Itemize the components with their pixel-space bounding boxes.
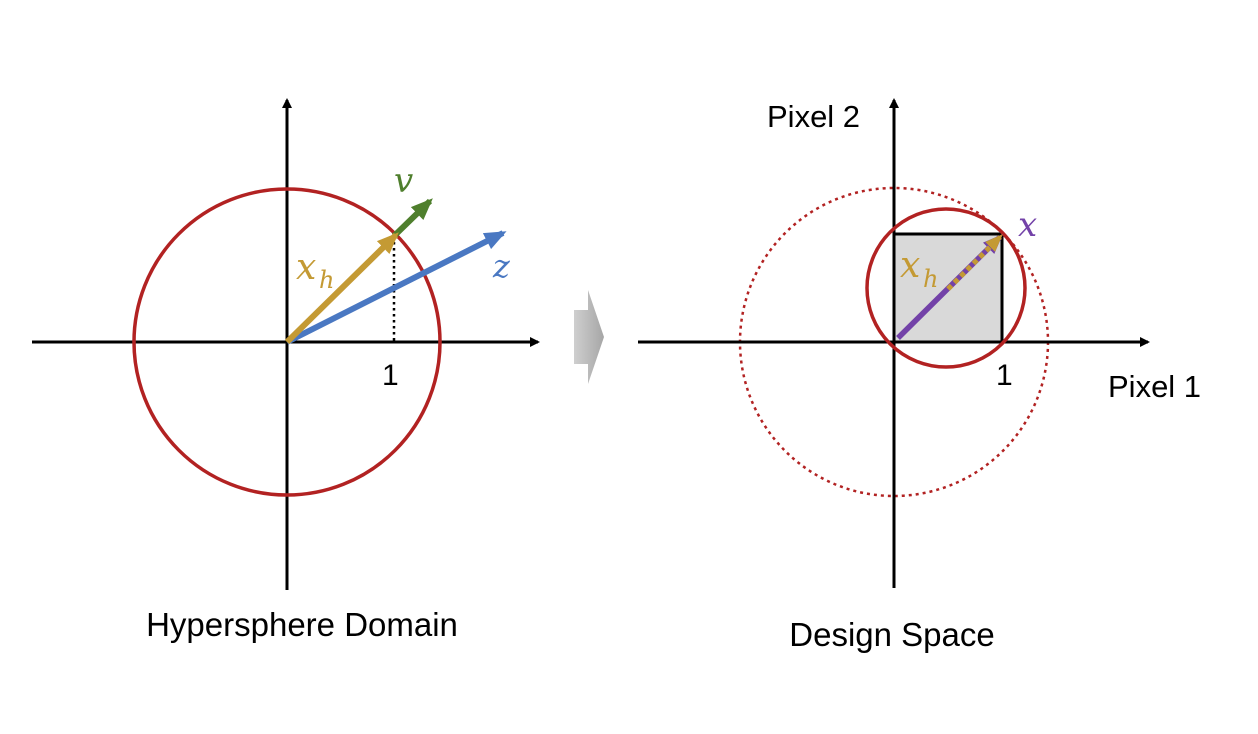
right-panel-caption: Design Space <box>789 616 994 653</box>
xh-vector-label: x h <box>296 247 334 294</box>
transition-arrow-icon <box>574 290 604 384</box>
xh-label-subscript: h <box>319 266 334 294</box>
pixel2-axis-label: Pixel 2 <box>767 99 860 134</box>
xh-dashed-vector-arrow <box>946 234 1003 291</box>
right-tick-one-label: 1 <box>996 359 1013 392</box>
right-solid-circle <box>865 207 1027 369</box>
right-xh-label-subscript: h <box>923 265 938 293</box>
pixel1-axis-label: Pixel 1 <box>1108 369 1201 404</box>
left-panel: v z x h 1 Hypersphere Domain <box>32 98 540 643</box>
z-vector-arrow <box>285 230 507 345</box>
left-unit-circle <box>132 187 442 497</box>
xh-label-base: x <box>296 247 316 288</box>
left-tick-one-label: 1 <box>382 359 399 392</box>
v-vector-arrow <box>391 198 433 239</box>
right-xh-label-base: x <box>900 245 920 286</box>
right-panel: x x h 1 Pixel 1 Pixel 2 Design Space <box>638 98 1201 653</box>
z-vector-label: z <box>492 247 511 285</box>
xh-vector-arrow <box>284 232 399 345</box>
right-xh-vector-label: x h <box>900 245 938 293</box>
x-vector-label: x <box>1018 205 1037 245</box>
v-vector-label: v <box>394 161 413 201</box>
left-panel-caption: Hypersphere Domain <box>146 606 458 643</box>
